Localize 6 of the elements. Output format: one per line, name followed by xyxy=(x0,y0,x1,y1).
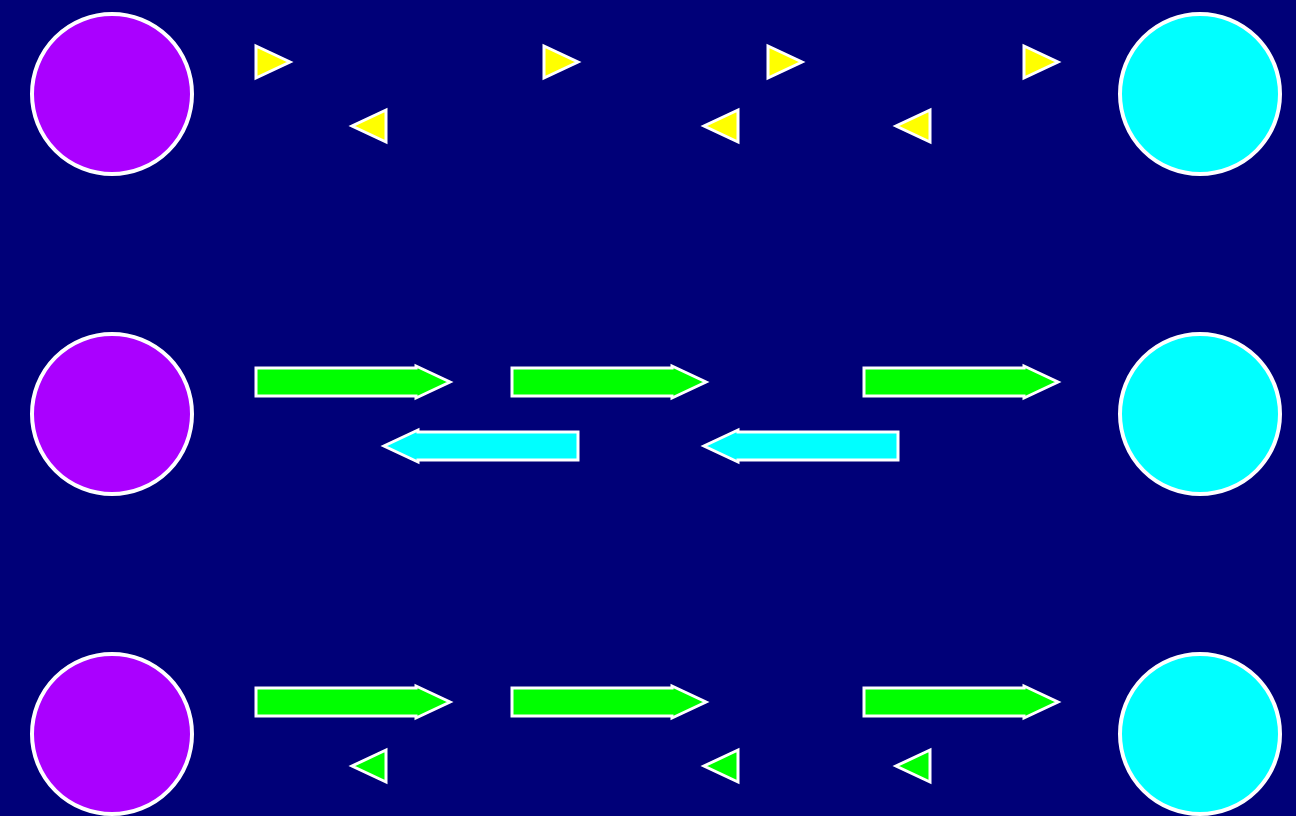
circle-node xyxy=(30,332,194,496)
circle-node xyxy=(1118,332,1282,496)
circle-node xyxy=(30,652,194,816)
circle-node xyxy=(30,12,194,176)
circle-node xyxy=(1118,652,1282,816)
circle-node xyxy=(1118,12,1282,176)
